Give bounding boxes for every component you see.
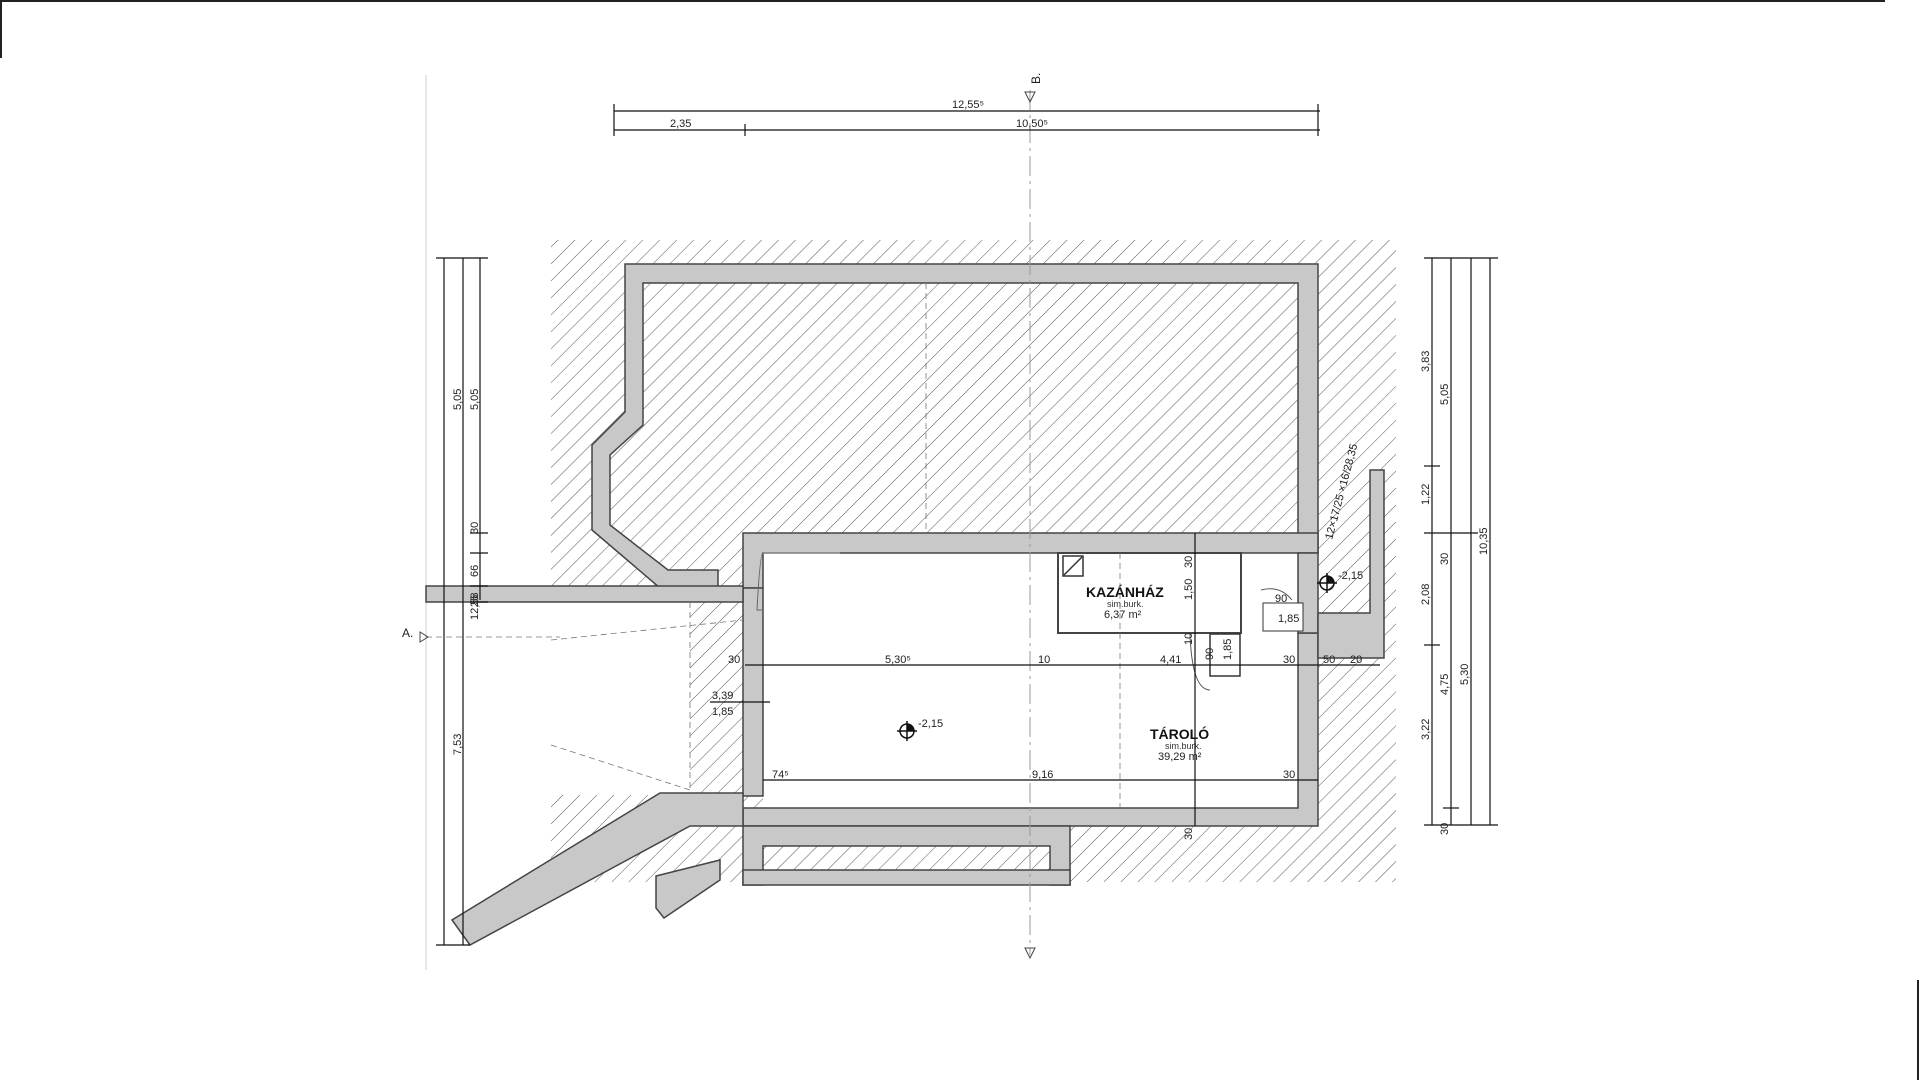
dim-v-c: 10 xyxy=(1183,633,1195,645)
dim-inner-h2-a: 74⁵ xyxy=(772,769,789,781)
dim-left-f: 25 xyxy=(469,595,481,607)
dim-right-i: 3,22 xyxy=(1420,719,1432,740)
top-dimensions xyxy=(613,104,1320,136)
dim-right-c: 1,22 xyxy=(1420,484,1432,505)
dim-door-b: 1,85 xyxy=(1222,639,1234,660)
dim-inner-h1-a: 30 xyxy=(728,654,740,666)
svg-text:-2,15: -2,15 xyxy=(1338,570,1363,582)
dim-v-d: 30 xyxy=(1183,828,1195,840)
svg-text:-2,15: -2,15 xyxy=(918,718,943,730)
dim-inner-h1-b: 5,30⁵ xyxy=(885,654,911,666)
dim-inner-h2-b: 9,16 xyxy=(1032,769,1053,781)
svg-text:6,37 m²: 6,37 m² xyxy=(1104,609,1142,621)
dim-door-c: 90 xyxy=(1275,593,1287,605)
dim-right-h: 5,30 xyxy=(1459,664,1471,685)
dim-right-a: 3,83 xyxy=(1420,351,1432,372)
dim-left-e: 12,58 xyxy=(469,592,481,620)
svg-text:TÁROLÓ: TÁROLÓ xyxy=(1150,725,1209,742)
dim-right-g: 4,75 xyxy=(1439,674,1451,695)
inner-dimensions xyxy=(710,533,1380,826)
walls xyxy=(425,263,1385,946)
level-marker-stair: -2,15 xyxy=(1317,570,1363,593)
dim-left-a: 5,05 xyxy=(452,389,464,410)
dim-door-d: 1,85 xyxy=(1278,613,1299,625)
dim-right-j: 30 xyxy=(1439,823,1451,835)
svg-text:sim.burk.: sim.burk. xyxy=(1107,599,1144,609)
dim-left-d: 66 xyxy=(469,565,481,577)
svg-text:KAZÁNHÁZ: KAZÁNHÁZ xyxy=(1086,584,1164,600)
svg-text:B.: B. xyxy=(1029,73,1043,84)
dim-right-e: 10,35 xyxy=(1478,527,1490,555)
dim-inner-h1-d: 4,41 xyxy=(1160,654,1181,666)
dim-top-left: 2,35 xyxy=(670,118,691,130)
dim-right-d: 30 xyxy=(1439,553,1451,565)
room-label-storage: TÁROLÓ sim.burk. 39,29 m² xyxy=(1150,725,1209,763)
dim-right-f: 2,08 xyxy=(1420,584,1432,605)
dim-left-c: 30 xyxy=(469,522,481,534)
dim-door-a: 90 xyxy=(1204,648,1216,660)
dim-v-b: 1,50 xyxy=(1183,579,1195,600)
dim-inner-h2-c: 30 xyxy=(1283,769,1295,781)
dim-top-total: 12,55⁵ xyxy=(952,99,984,111)
dim-inner-h1-e: 30 xyxy=(1283,654,1295,666)
right-dimensions xyxy=(1424,257,1498,826)
dim-inner-h1-g: 20 xyxy=(1350,654,1362,666)
dim-open-a: 3,39 xyxy=(712,690,733,702)
dim-open-b: 1,85 xyxy=(712,706,733,718)
door-swing-left xyxy=(756,552,764,611)
dim-right-b: 5,05 xyxy=(1439,384,1451,405)
door-swing-storage xyxy=(1189,633,1211,691)
dim-top-right: 10,50⁵ xyxy=(1016,118,1048,130)
dim-inner-h1-c: 10 xyxy=(1038,654,1050,666)
svg-text:39,29 m²: 39,29 m² xyxy=(1158,751,1202,763)
dim-inner-h1-f: 50 xyxy=(1323,654,1335,666)
room-label-boiler: KAZÁNHÁZ sim.burk. 6,37 m² xyxy=(1086,584,1164,621)
left-dimensions xyxy=(436,257,488,946)
section-marker-a: A. xyxy=(402,626,429,643)
door-leaf xyxy=(1209,633,1241,677)
boiler-room-box xyxy=(1057,552,1242,634)
svg-text:sim.burk.: sim.burk. xyxy=(1165,741,1202,751)
dim-left-g: 7,53 xyxy=(452,734,464,755)
svg-text:A.: A. xyxy=(402,626,413,640)
hidden-lines xyxy=(426,283,1121,808)
level-marker-main: -2,15 xyxy=(897,718,943,741)
dim-left-b: 5,05 xyxy=(469,389,481,410)
dim-v-a: 30 xyxy=(1183,556,1195,568)
section-marker-b: B. xyxy=(1024,73,1043,960)
